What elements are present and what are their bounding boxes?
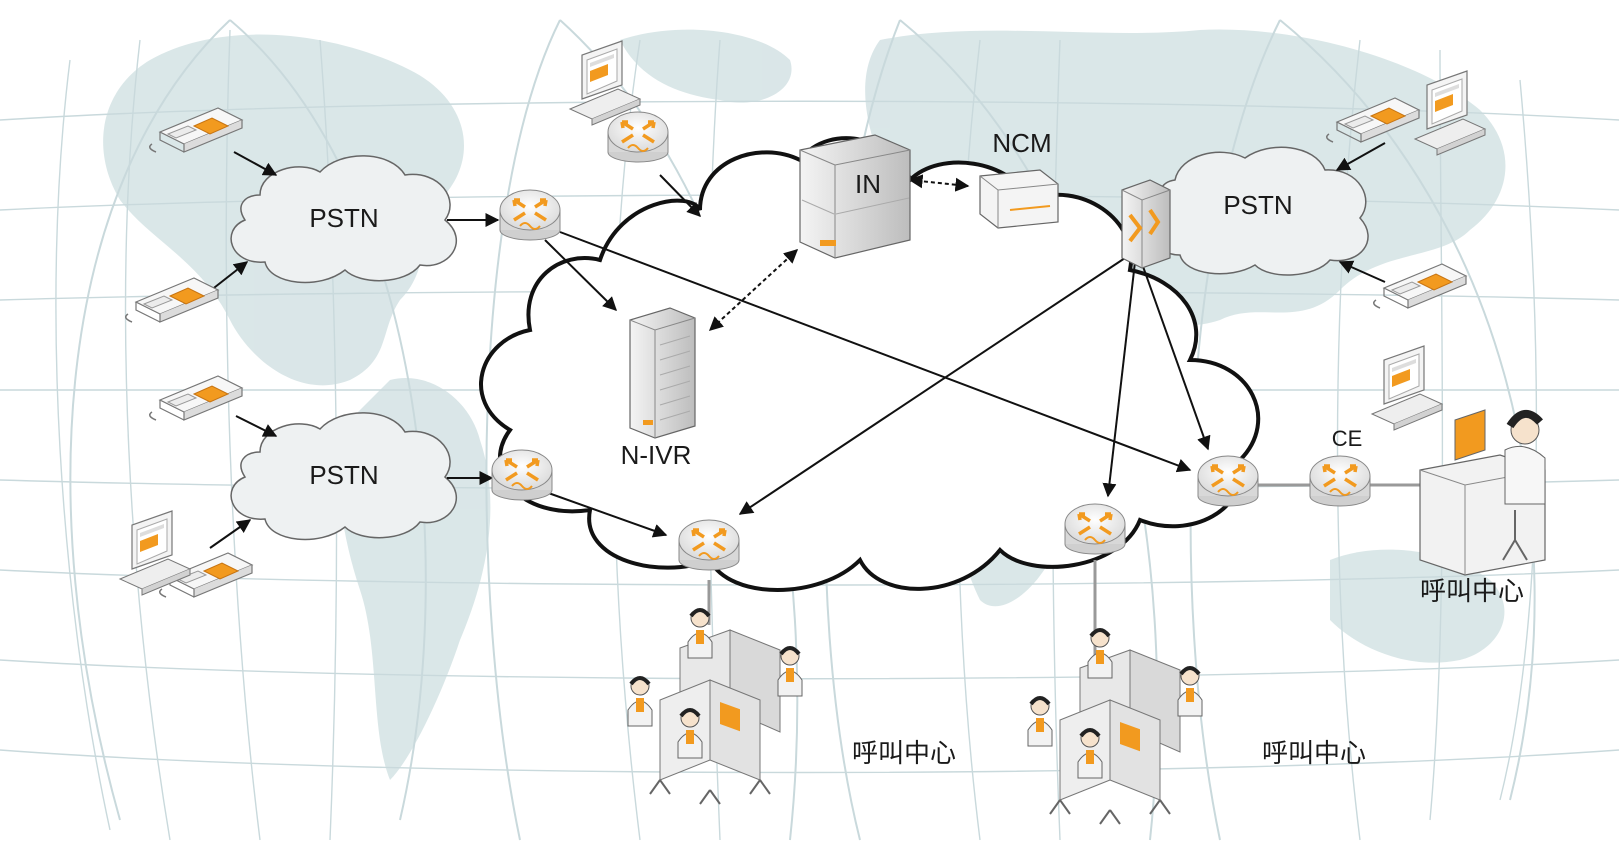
router-icon	[490, 448, 554, 502]
pstn-label: PSTN	[1223, 190, 1292, 220]
switch-icon	[1121, 179, 1171, 269]
pstn-label: PSTN	[309, 460, 378, 490]
computer-icon	[1371, 345, 1443, 431]
call-center-label: 呼叫中心	[1262, 738, 1366, 768]
telephone-icon	[125, 277, 219, 323]
core-network-cloud	[479, 136, 1261, 592]
telephone-icon	[1373, 263, 1467, 309]
pstn-cloud-bottom-left: PSTN	[230, 412, 458, 541]
router-icon	[1063, 502, 1127, 556]
ncm-label: NCM	[992, 128, 1051, 158]
agent-desk-icon	[1419, 409, 1546, 576]
router-icon	[1308, 454, 1372, 508]
router-icon	[1196, 454, 1260, 508]
ncm-device: NCM	[979, 128, 1059, 229]
ce-label: CE	[1332, 426, 1363, 451]
n-ivr-server: N-IVR	[621, 307, 696, 470]
agent-cubicle-icon	[628, 609, 802, 804]
router-icon	[677, 518, 741, 572]
in-label: IN	[855, 169, 881, 199]
pstn-cloud-top-left: PSTN	[230, 155, 458, 284]
call-center-label: 呼叫中心	[852, 738, 956, 768]
n-ivr-label: N-IVR	[621, 440, 692, 470]
router-icon	[498, 188, 562, 242]
in-server: IN	[799, 134, 911, 259]
telephone-icon	[149, 375, 243, 421]
router-icon	[606, 110, 670, 164]
call-center-label: 呼叫中心	[1420, 576, 1524, 606]
pstn-label: PSTN	[309, 203, 378, 233]
